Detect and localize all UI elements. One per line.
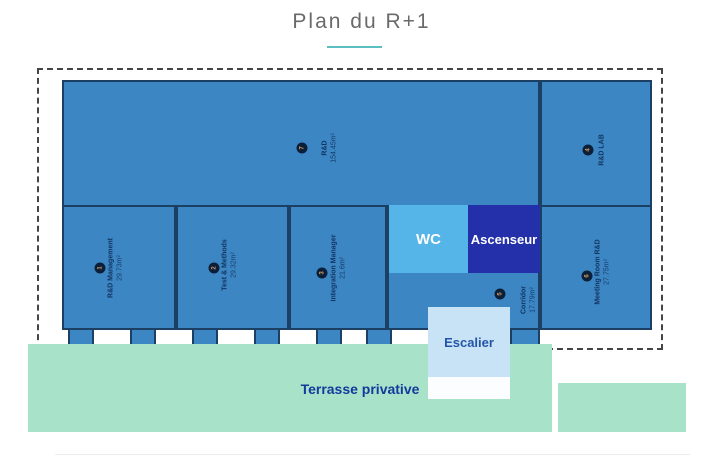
page-title: Plan du R+1 <box>292 10 431 33</box>
room-area: 27.75m² <box>604 259 611 285</box>
room-integration-manager <box>289 205 387 330</box>
room-name: R&D LAB <box>598 134 606 166</box>
stairs-landing <box>428 377 510 399</box>
zone-stairs: Escalier <box>428 307 510 377</box>
room-label-integration-manager: Integration Manager 21.6m² <box>330 235 349 302</box>
room-label-rnd: R&D 154.45m² <box>321 133 340 163</box>
room-label-test-and-methods: Test & Methods 29.32m² <box>221 239 240 291</box>
room-name: Corridor <box>520 286 528 314</box>
room-number-badge: 6 <box>581 270 593 282</box>
title-underline <box>327 46 382 48</box>
stairs-label: Escalier <box>444 334 494 350</box>
room-number-badge: 4 <box>582 144 594 156</box>
room-number-badge: 3 <box>316 267 328 279</box>
zone-wc: WC <box>389 205 468 273</box>
room-area: 29.32m² <box>231 252 238 278</box>
room-area: 29.73m² <box>117 255 124 281</box>
bottom-hairline <box>55 454 690 455</box>
room-number-badge: 5 <box>494 288 506 300</box>
room-label-meeting-rnd: Meeting Room R&D 27.75m² <box>594 239 613 304</box>
room-area: 17.79m² <box>530 287 537 313</box>
room-name: Test & Methods <box>221 239 229 291</box>
room-number-badge: 2 <box>208 262 220 274</box>
room-area: 154.45m² <box>331 133 338 163</box>
room-rnd-lab <box>540 80 652 207</box>
room-name: R&D Management <box>107 238 115 298</box>
room-label-rnd-management: R&D Management 29.73m² <box>107 238 126 298</box>
room-meeting-rnd <box>540 205 652 330</box>
room-rnd-management <box>62 205 176 330</box>
room-label-corridor: Corridor 17.79m² <box>520 286 539 314</box>
room-name: Meeting Room R&D <box>594 239 602 305</box>
room-label-rnd-lab: R&D LAB <box>597 134 606 166</box>
terrace-area-right <box>558 383 686 432</box>
wc-label: WC <box>416 230 441 248</box>
room-test-and-methods <box>176 205 289 330</box>
room-area: 21.6m² <box>340 257 347 279</box>
room-name: R&D <box>321 140 329 156</box>
room-name: Integration Manager <box>330 234 338 302</box>
zone-elevator: Ascenseur <box>468 205 540 273</box>
elevator-label: Ascenseur <box>470 231 538 247</box>
room-number-badge: 1 <box>94 262 106 274</box>
room-number-badge: 7 <box>296 142 308 154</box>
terrace-label: Terrasse privative <box>300 381 420 397</box>
